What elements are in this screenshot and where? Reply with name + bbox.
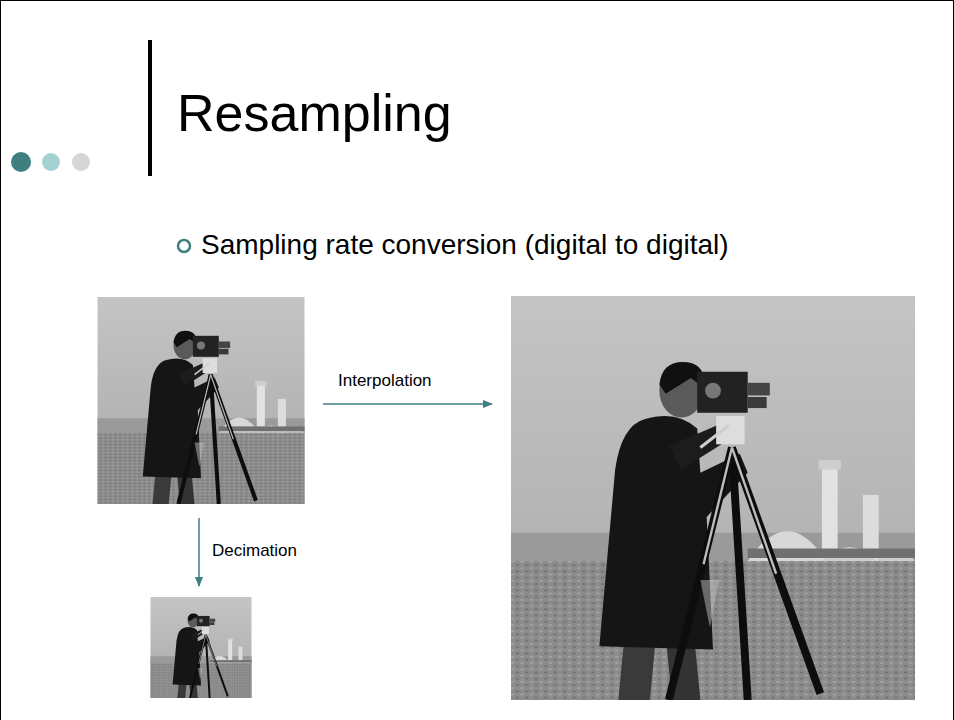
slide-title: Resampling (177, 84, 452, 144)
bullet-text: Sampling rate conversion (digital to dig… (201, 229, 729, 261)
arrow-label: Interpolation (338, 371, 432, 391)
arrow-label: Decimation (212, 541, 297, 561)
